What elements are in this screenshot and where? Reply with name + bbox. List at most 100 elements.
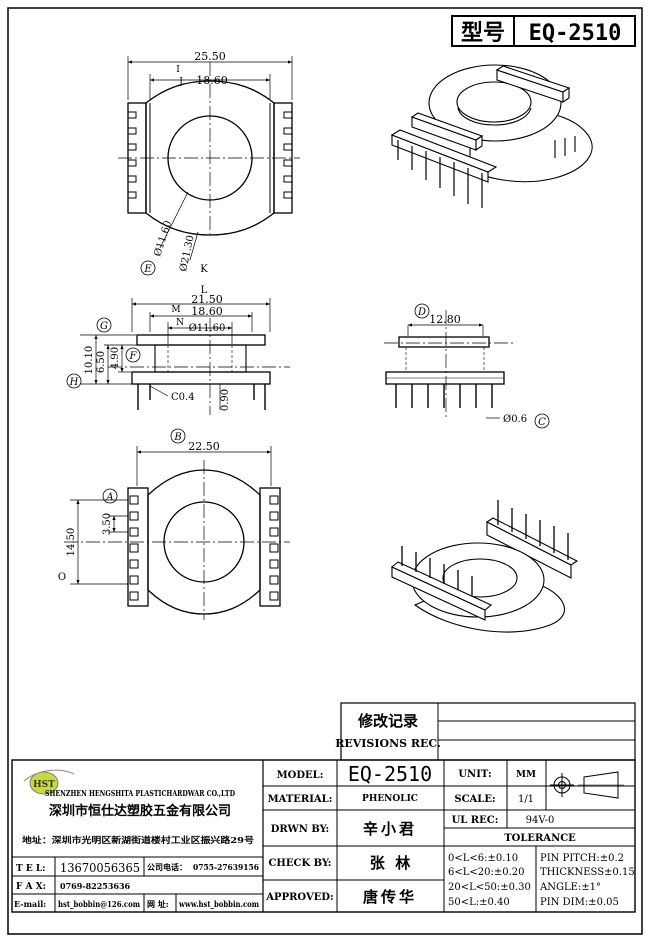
end-label-D-badge: D [414,303,430,319]
top-view-pin-slots-left [127,111,137,199]
side-dim-h1: 10.10 [84,346,95,375]
tolerance-5: PIN PITCH:±0.2 [540,853,624,864]
tolerance-4: 50<L:±0.40 [448,897,510,908]
tolerance-label: TOLERANCE [504,833,576,844]
logo-text: HST [33,780,55,790]
projection-symbol-icon [550,771,624,799]
company-name-cn: 深圳市恒仕达塑胶五金有限公司 [49,803,231,819]
email-label: E-mail: [14,899,46,909]
tolerance-7: ANGLE:±1° [539,882,601,893]
ul-value: 94V-0 [526,815,555,826]
side-dim-h2: 6.50 [96,351,107,373]
top-label-J: J [178,77,183,87]
company-name-en: SHENZHEN HENGSHITA PLASTICHARDWAR CO.,LT… [45,788,235,798]
bottom-label-B: B [173,432,181,443]
web-label: 网 址: [147,899,169,909]
side-label-F-badge: F [125,347,141,363]
model-title-value: EQ-2510 [529,21,622,46]
company-address: 地址：深圳市光明区新湖街道楼村工业区振兴路29号 [22,835,255,846]
bottom-label-O: O [58,572,66,583]
scale-label: SCALE: [454,794,495,805]
top-dia-inner: Ø11.60 [152,220,174,258]
top-label-E: E [143,264,152,275]
top-view-pin-slots-right [283,111,293,199]
side-label-F: F [129,351,138,362]
web-value[interactable]: www.hst_bobbin.com [178,899,259,909]
tolerance-6: THICKNESS±0.15 [540,867,635,878]
isometric-view-bottom-pins [401,500,569,596]
top-dim-outer: 25.50 [194,50,226,63]
isometric-view-top [390,64,593,183]
bottom-dim-B: 22.50 [188,440,220,453]
revisions-title-en: REVISIONS REC. [335,737,441,750]
side-label-L: L [201,285,208,296]
top-dim-inner: 18.60 [196,74,228,87]
side-dim-pin: 0.90 [220,389,231,411]
tolerance-1: 0<L<6:±0.10 [448,853,518,864]
tolerance-2: 6<L<20:±0.20 [448,867,525,878]
end-label-C-badge: C [534,413,550,429]
title-block-grid [11,759,636,913]
company-tel-value: 0755-27639156 [193,862,259,872]
fax-label: F A X: [16,882,46,892]
model-value: EQ-2510 [348,762,432,786]
bottom-label-A-badge: A [102,488,118,504]
end-view [384,310,514,420]
drawn-value: 辛小君 [363,820,417,838]
side-dim-N: Ø11.60 [189,323,226,334]
check-value: 张 林 [370,854,411,872]
fax-value: 0769-82253636 [60,881,131,891]
side-label-M: M [171,305,180,315]
company-tel-label: 公司电话： [147,862,187,872]
approved-label: APPROVED: [265,892,333,903]
sheet-border [7,7,643,935]
revisions-title-cn: 修改记录 [357,712,418,730]
side-label-N: N [176,318,184,328]
side-dim-L: 21.50 [191,293,223,306]
bottom-view [64,446,290,620]
bottom-label-B-badge: B [170,428,186,444]
end-dim-D: 12.80 [429,313,461,326]
approved-value: 唐传华 [363,888,417,906]
top-label-I: I [176,65,180,75]
ul-label: UL REC: [452,815,499,826]
model-title-label: 型号 [461,20,505,46]
bottom-label-A: A [105,492,113,503]
side-chamfer: C0.4 [171,392,195,403]
bottom-dim-A2: 14.50 [66,528,77,557]
drawn-label: DRWN BY: [271,824,330,835]
model-title-box: 型号 EQ-2510 [451,15,636,47]
company-logo: HST [23,769,75,795]
material-label: MATERIAL: [268,794,333,805]
tel-value: 13670056365 [60,861,140,875]
tolerance-8: PIN DIM:±0.05 [540,897,619,908]
tel-label: T E L: [16,864,45,874]
top-label-K: K [200,264,208,275]
side-dim-h3: 4.90 [110,347,121,369]
end-view-pins [395,384,493,408]
side-label-G: G [100,321,108,332]
scale-value: 1/1 [518,794,534,805]
top-view [118,56,300,261]
isometric-view-top-pins [397,140,483,208]
top-dia-outer: Ø21.30 [178,234,196,272]
unit-label: UNIT: [458,769,491,780]
side-label-G-badge: G [96,317,112,333]
unit-value: MM [516,770,536,780]
top-label-E-badge: E [140,260,156,276]
side-dim-M: 18.60 [191,305,223,318]
material-value: PHENOLIC [362,794,418,804]
end-label-C: C [538,417,546,428]
end-pin-dia: Ø0.6 [503,414,527,425]
bottom-dim-A1: 3.50 [102,513,113,535]
email-value[interactable]: hst_bobbin@126.com [58,899,140,909]
check-label: CHECK BY: [268,858,331,869]
side-label-H: H [69,377,79,388]
tolerance-3: 20<L<50:±0.30 [448,882,531,893]
model-label: MODEL: [277,770,324,781]
side-label-H-badge: H [66,373,82,389]
side-view [80,298,290,415]
isometric-view-bottom [390,517,579,633]
end-label-D: D [417,307,426,318]
